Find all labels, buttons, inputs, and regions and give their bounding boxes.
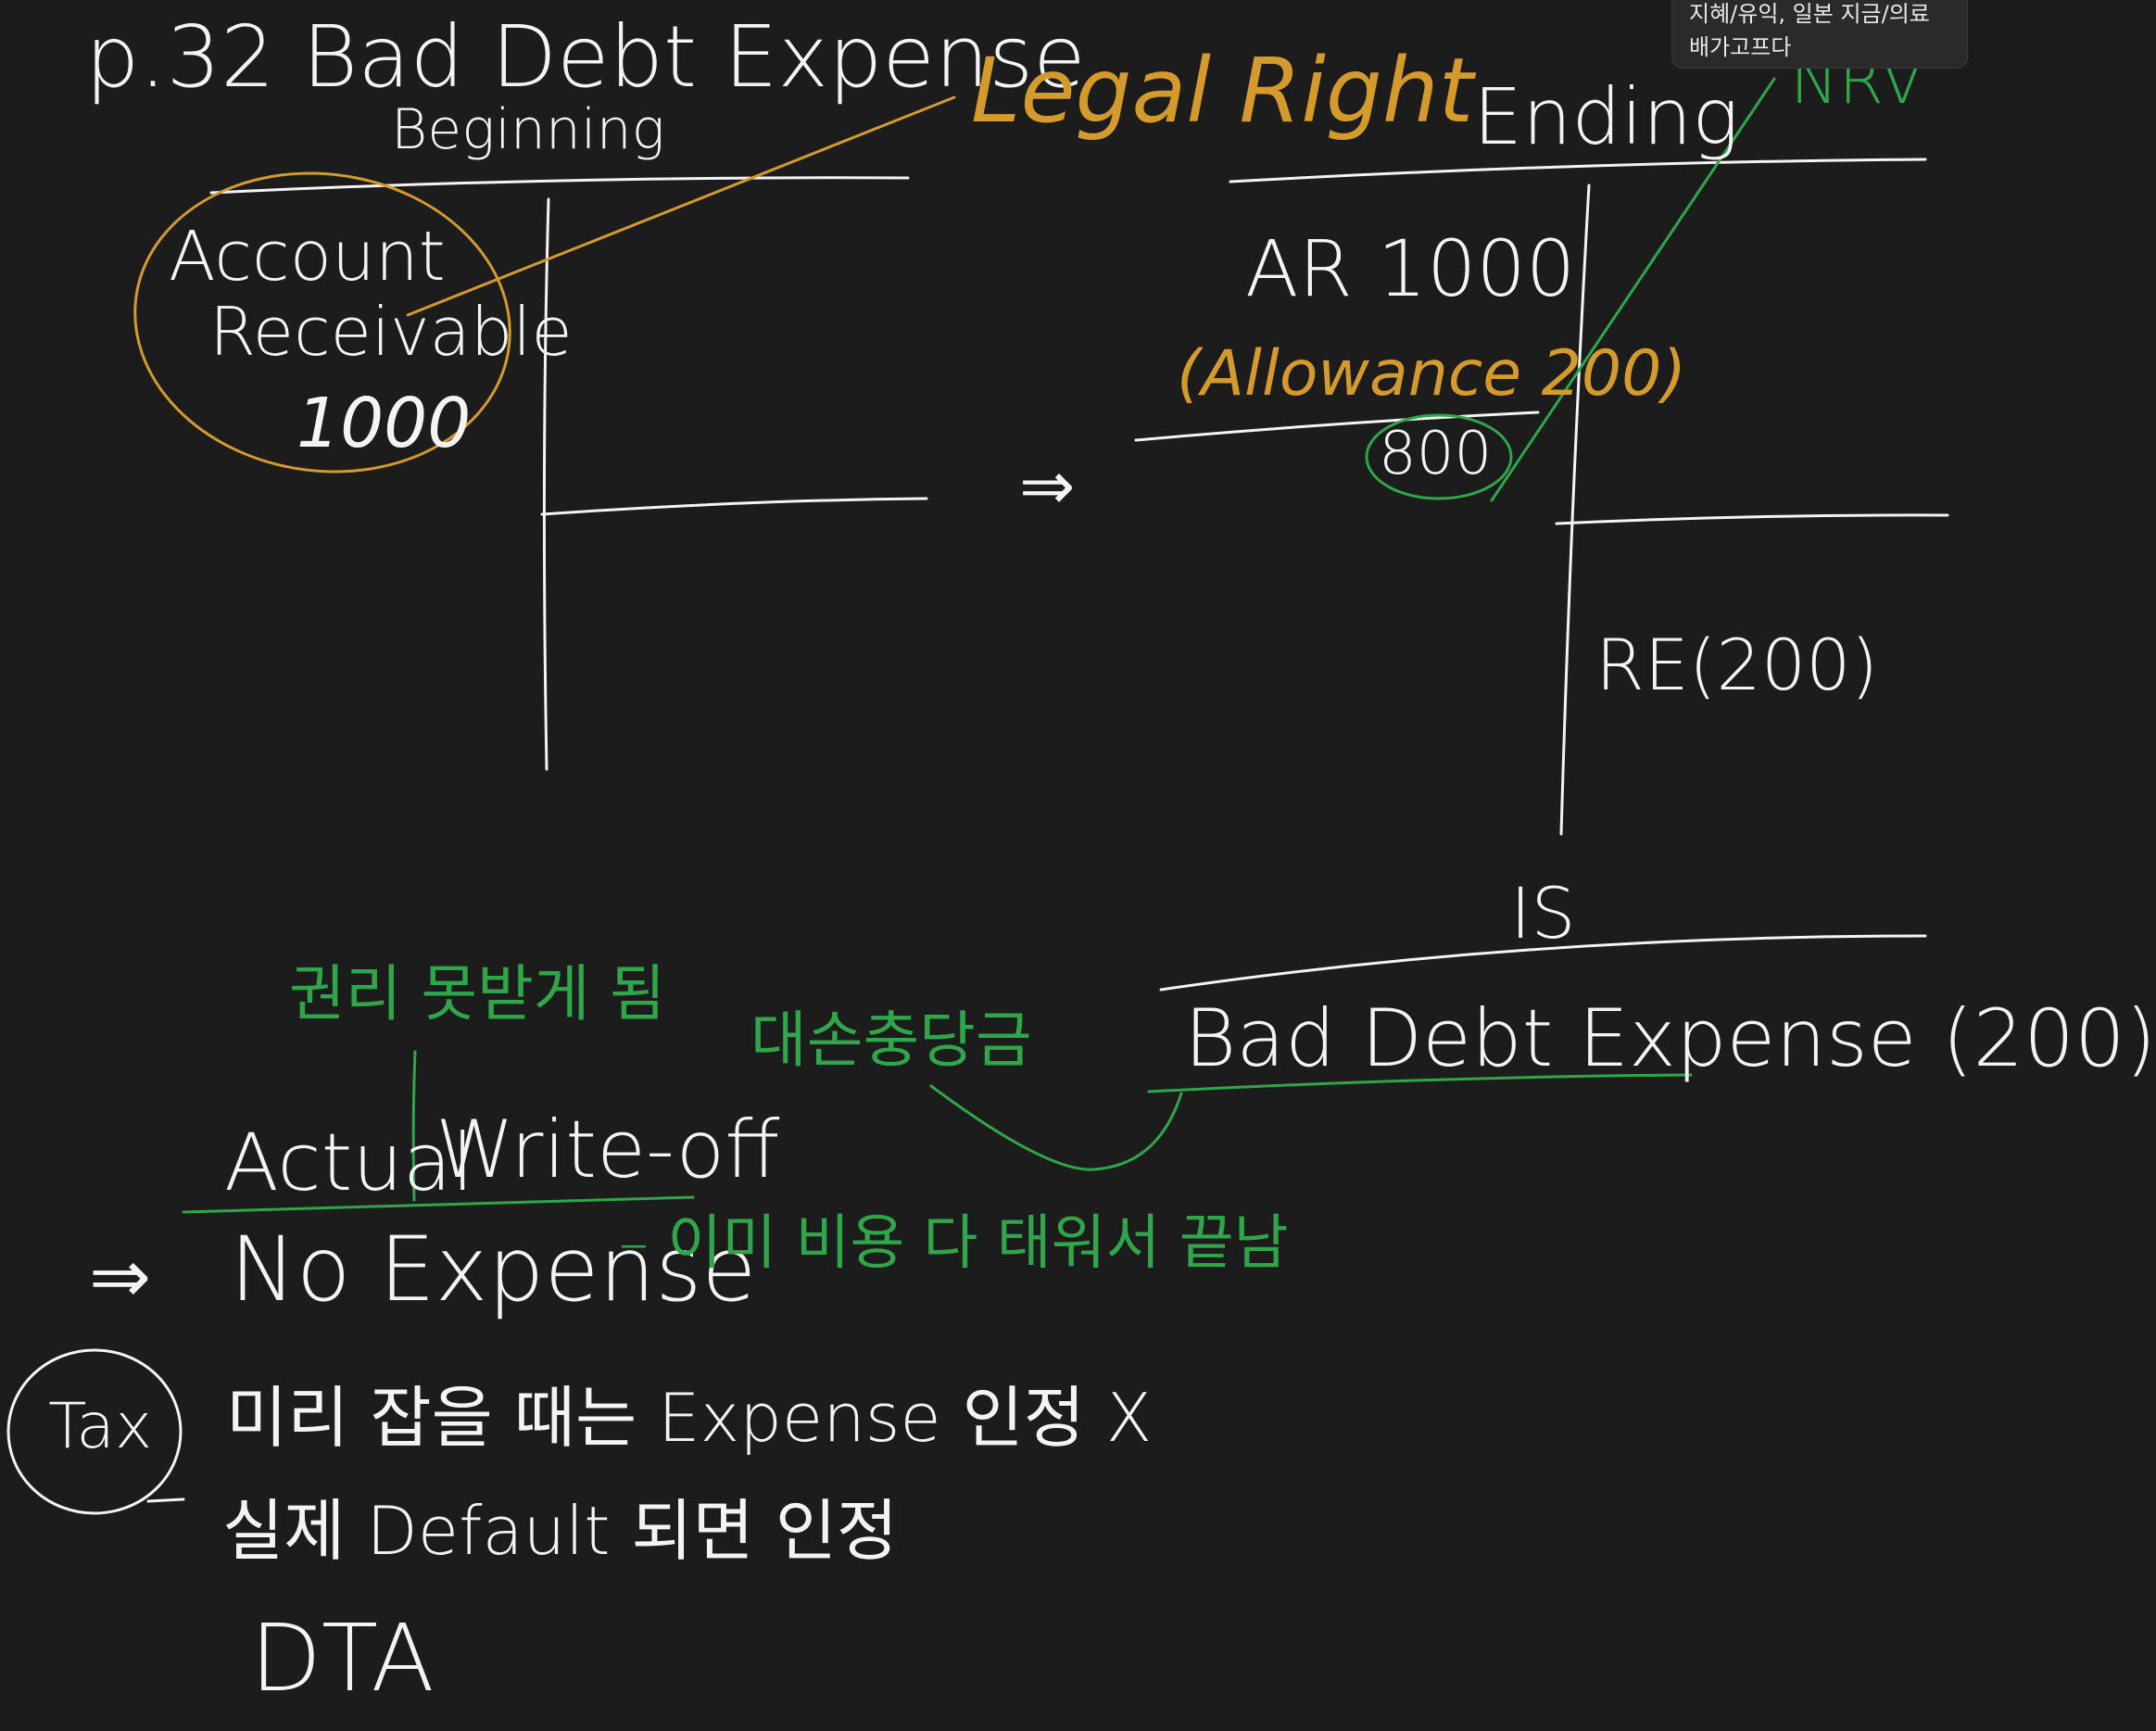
no-expense-arrow: ⇒ [89,1233,152,1320]
ending-ar: AR 1000 [1245,223,1576,314]
allowance-connector [929,1084,1183,1171]
expense-done-note: – 이미 비용 다 태워서 끝남 [619,1209,1289,1278]
ending-t-vertical [1559,183,1591,836]
tax-circle [6,1348,183,1515]
notification-line-1: 지혜/유익, 일본 지금/의료 [1689,1,1930,27]
ending-retained-earnings: RE(200) [1595,624,1879,706]
actual-label: Actual [224,1117,474,1209]
legal-right-label: Legal Right [971,39,1474,143]
dta-label: DTA [250,1604,435,1712]
ending-net-value: 800 [1379,420,1493,488]
actual-write-off-underline [182,1195,695,1214]
beginning-t-mid-line [540,497,928,516]
tax-line-2: 실제 Default 되면 인정 [222,1492,899,1570]
notification-line-2: 배가고프다 [1689,34,1792,60]
ending-allowance-underline [1134,411,1540,442]
actual-write-off-divider [411,1050,417,1202]
nrv-pointer [1490,77,1776,502]
account-receivable-circle [133,171,511,474]
bad-debt-underline [1147,1073,1693,1093]
transition-arrow: ⇒ [1019,447,1076,524]
allowance-korean-note: 대손충당금 [750,1004,1032,1076]
pen-strokes [6,77,1949,1515]
notification-popup[interactable]: 지혜/유익, 일본 지금/의료 배가고프다 [1671,0,1968,69]
tax-circle-tail [146,1497,185,1503]
page-title: p.32 Bad Debt Expense [85,7,1086,107]
ending-heading: Ending [1473,71,1739,162]
beginning-heading: Beginning [391,97,665,162]
tax-label: Tax [48,1390,153,1463]
beginning-t-top-line [209,176,910,195]
tax-line-1: 미리 잡을 때는 Expense 인정 X [226,1379,1153,1457]
account-receivable-amount: 1000 [296,384,472,463]
ending-t-top-line [1229,158,1927,183]
whiteboard-canvas: p.32 Bad Debt Expense Beginning Account … [6,0,2156,1712]
account-receivable-line1: Account [169,217,446,297]
rights-lost-note: 권리 못받게 됨 [289,958,666,1030]
bad-debt-expense-line: Bad Debt Expense (200) [1184,992,2156,1085]
beginning-t-vertical [542,197,550,771]
is-top-line [1159,934,1927,992]
income-statement-heading: IS [1510,872,1576,954]
write-off-label: Write-off [435,1104,780,1196]
ending-t-mid-line [1555,513,1949,525]
net-value-circle [1365,413,1513,500]
legal-right-pointer [406,95,956,317]
account-receivable-line2: Receivable [209,293,573,371]
ending-allowance: (Allowance 200) [1177,337,1686,411]
no-expense-label: No Expense [230,1218,757,1321]
